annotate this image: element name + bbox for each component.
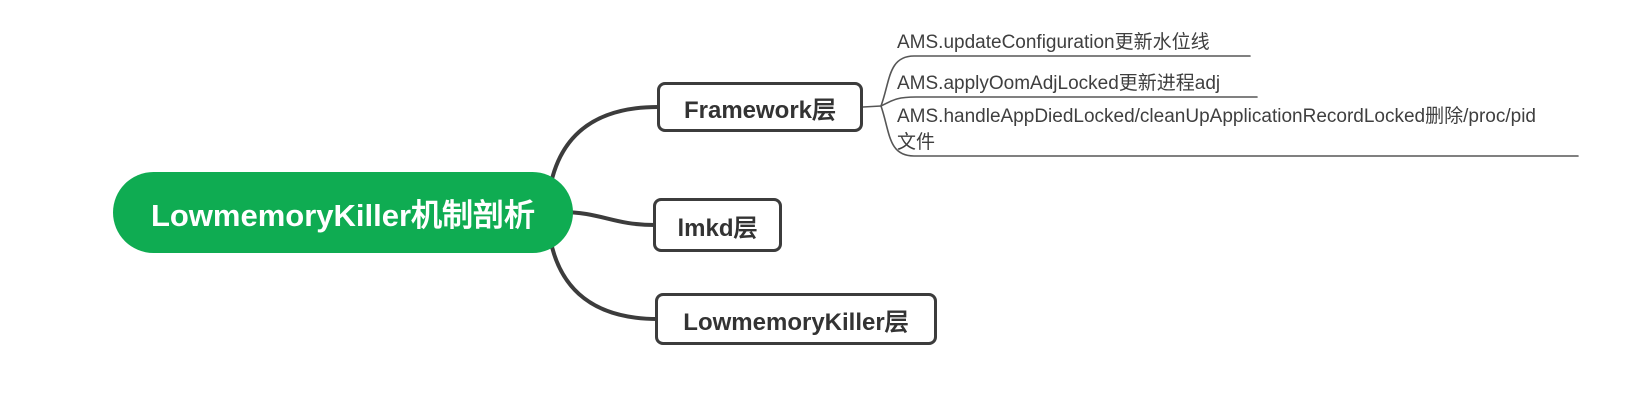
root-topic-label: LowmemoryKiller机制剖析 [150,198,536,233]
branch-stub-framework [862,105,882,108]
connector-root-lmkd [558,210,657,227]
root-topic[interactable]: LowmemoryKiller机制剖析 [113,172,573,253]
topic-lowmemorykiller-layer[interactable]: LowmemoryKiller层 [655,293,937,345]
topic-framework-layer-label: Framework层 [683,96,837,124]
connector-root-lowmemorykiller [546,222,660,321]
subtopic-update-configuration-line: AMS.updateConfiguration更新水位线 [897,32,1210,53]
branch-line-update-configuration [880,55,1251,107]
topic-framework-layer[interactable]: Framework层 [657,82,863,132]
topic-lowmemorykiller-layer-label: LowmemoryKiller层 [683,308,909,336]
subtopic-update-configuration[interactable]: AMS.updateConfiguration更新水位线 [897,30,1210,56]
topic-lmkd-layer-label: lmkd层 [677,214,758,242]
branch-line-apply-oom-adj [880,96,1258,107]
subtopic-apply-oom-adj[interactable]: AMS.applyOomAdjLocked更新进程adj [897,71,1220,97]
subtopic-handle-app-died-line-2: 文件 [897,132,936,153]
subtopic-handle-app-died[interactable]: AMS.handleAppDiedLocked/cleanUpApplicati… [897,104,1536,156]
subtopic-handle-app-died-line-1: AMS.handleAppDiedLocked/cleanUpApplicati… [897,106,1536,127]
topic-lmkd-layer[interactable]: lmkd层 [653,198,782,252]
branch-line-handle-app-died [880,105,1579,157]
subtopic-apply-oom-adj-line: AMS.applyOomAdjLocked更新进程adj [897,73,1221,94]
